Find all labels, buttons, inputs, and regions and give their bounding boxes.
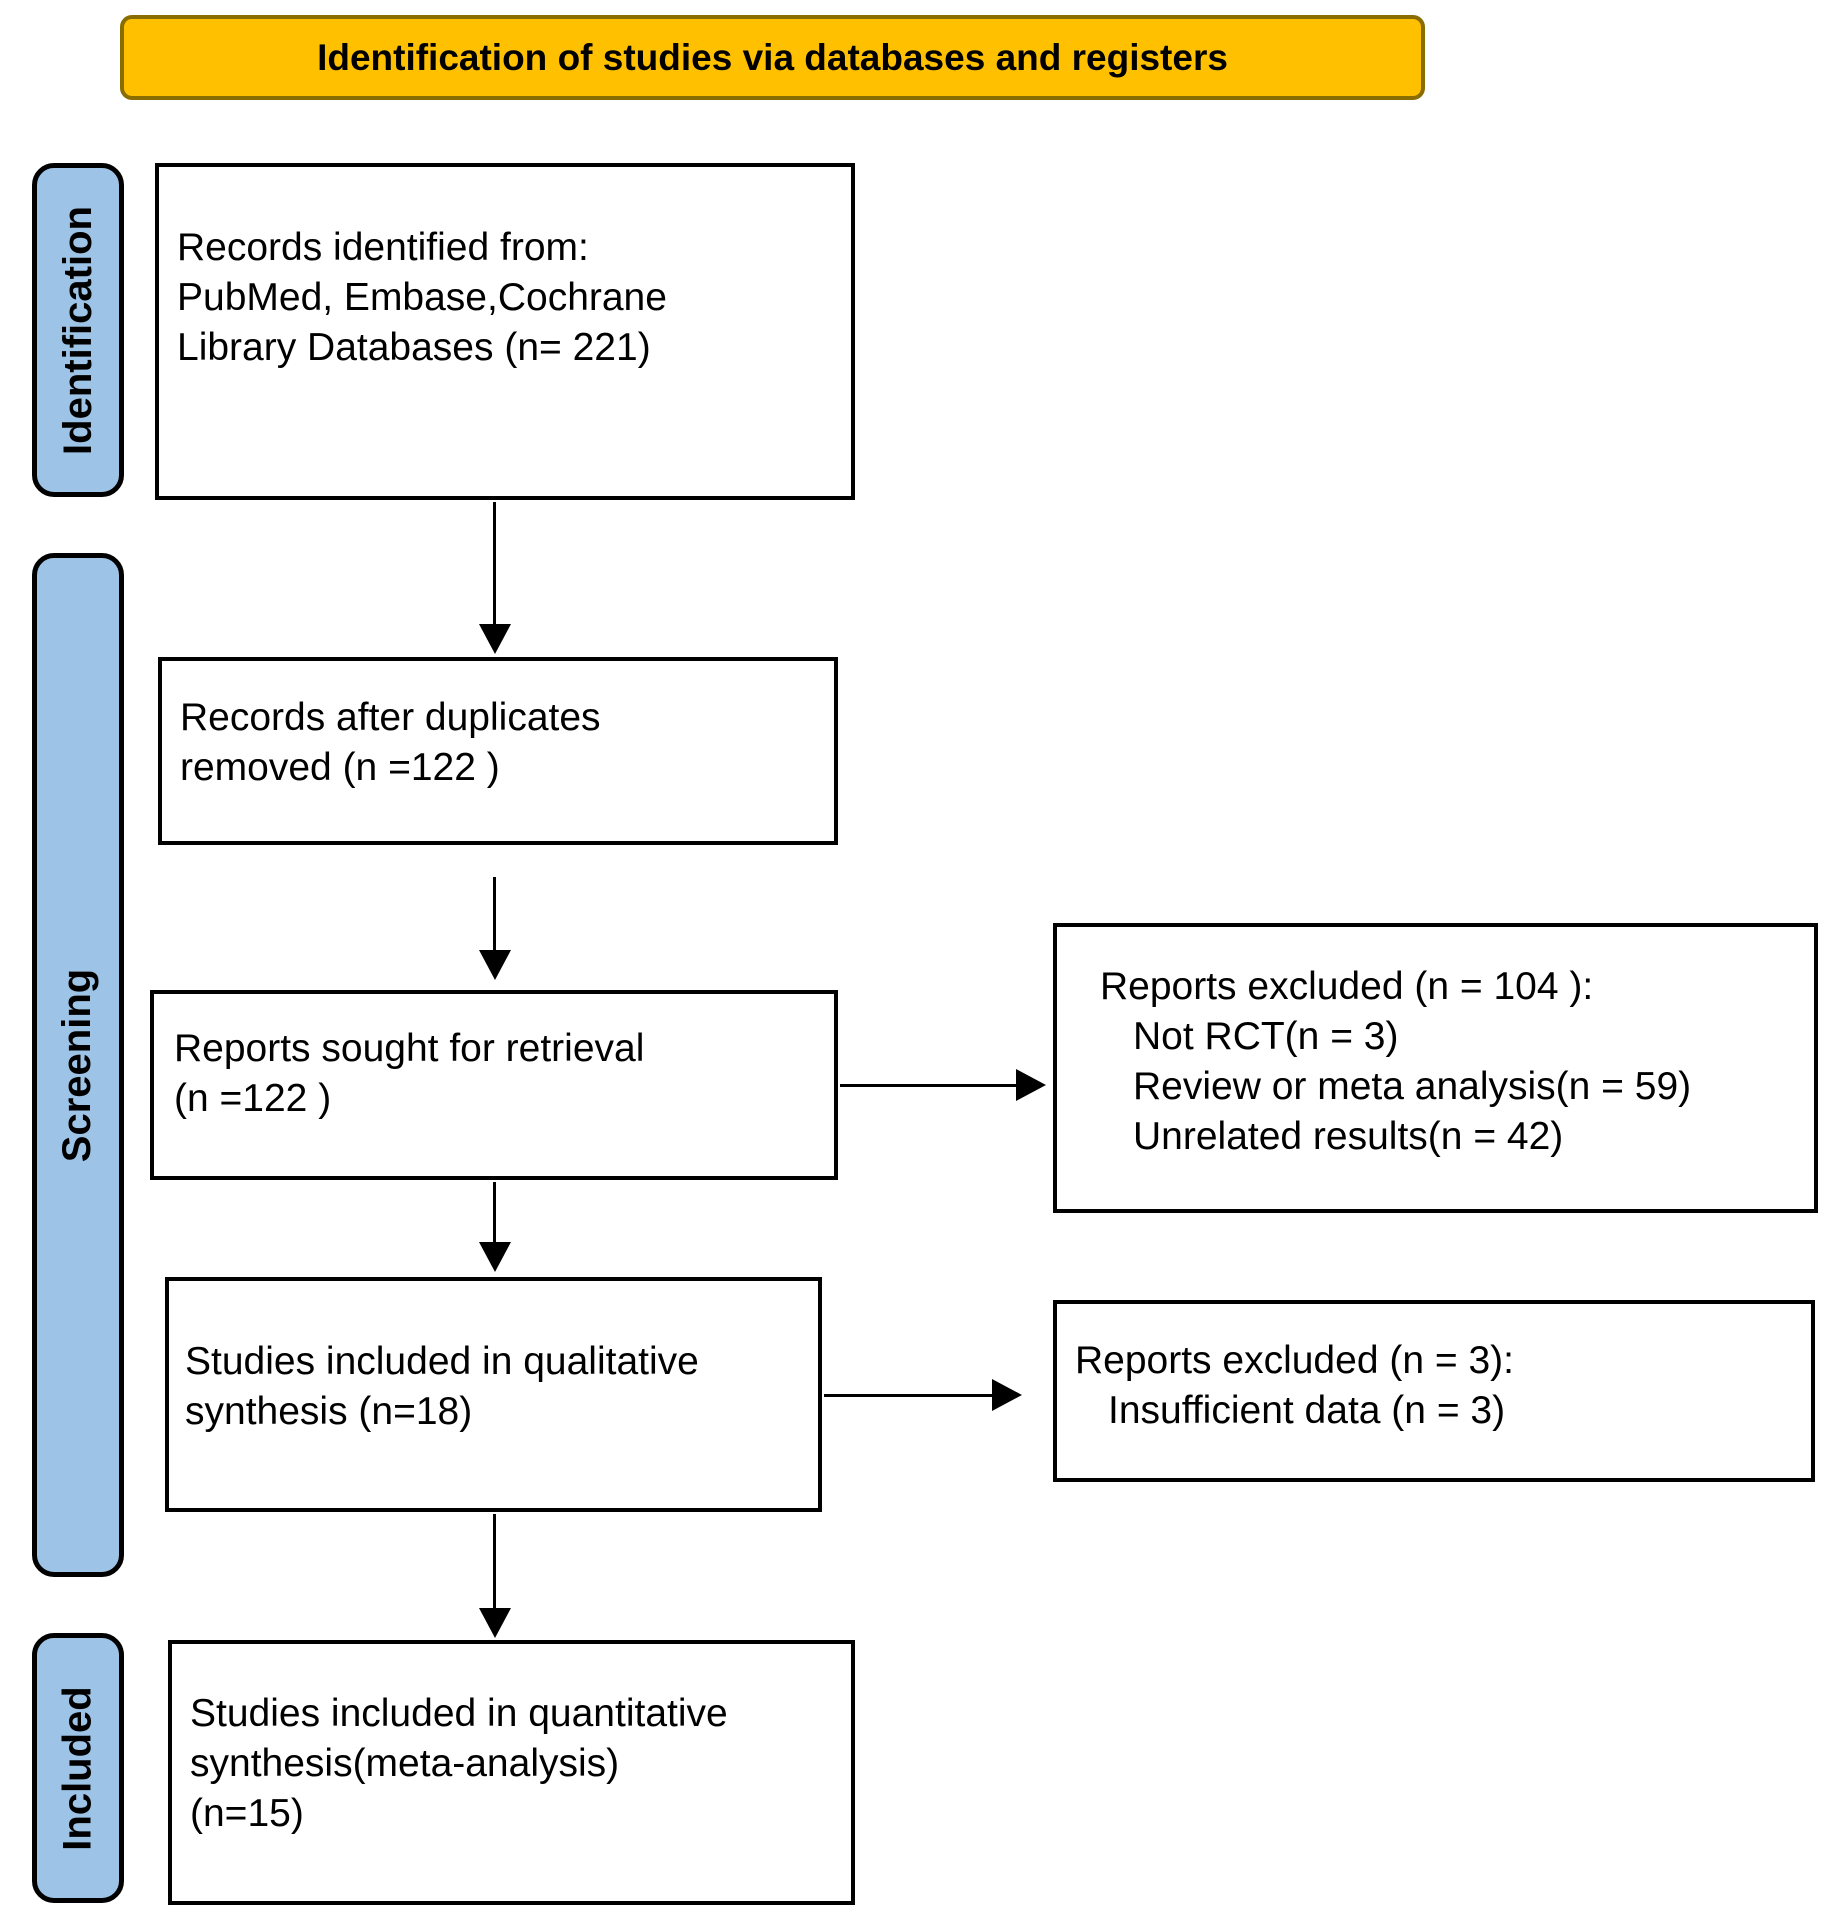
box-records-identified-line: Records identified from: xyxy=(177,226,589,269)
box-reports-sought: Reports sought for retrieval (n =122 ) xyxy=(150,990,838,1180)
stage-identification: Identification xyxy=(32,163,124,497)
arrow-qualitative-to-quantitative-shaft xyxy=(493,1514,496,1610)
banner: Identification of studies via databases … xyxy=(120,15,1425,100)
box-quantitative-synthesis-line: (n=15) xyxy=(190,1792,304,1835)
box-reports-sought-line: (n =122 ) xyxy=(174,1077,332,1120)
stage-screening-label: Screening xyxy=(55,968,100,1162)
arrow-sought-to-qualitative-head xyxy=(479,1242,511,1272)
stage-included-label: Included xyxy=(55,1685,100,1851)
box-duplicates-removed: Records after duplicates removed (n =122… xyxy=(158,657,838,845)
box-duplicates-removed-line: removed (n =122 ) xyxy=(180,746,500,789)
banner-title: Identification of studies via databases … xyxy=(317,36,1228,78)
stage-included: Included xyxy=(32,1633,124,1903)
box-reports-excluded-qualitative-line: Insufficient data (n = 3) xyxy=(1108,1389,1506,1432)
box-qualitative-synthesis-line: Studies included in qualitative xyxy=(185,1340,699,1383)
box-qualitative-synthesis: Studies included in qualitative synthesi… xyxy=(165,1277,822,1512)
stage-identification-label: Identification xyxy=(55,205,100,455)
arrow-sought-to-excluded-head xyxy=(1016,1069,1046,1101)
box-quantitative-synthesis-line: Studies included in quantitative xyxy=(190,1692,728,1735)
box-reports-excluded-screening: Reports excluded (n = 104 ): Not RCT(n =… xyxy=(1053,923,1818,1213)
box-quantitative-synthesis: Studies included in quantitative synthes… xyxy=(168,1640,855,1905)
arrow-duplicates-to-sought-shaft xyxy=(493,877,496,952)
box-reports-excluded-screening-line: Reports excluded (n = 104 ): xyxy=(1100,965,1594,1008)
arrow-qualitative-to-excluded-head xyxy=(992,1379,1022,1411)
box-reports-excluded-qualitative-line: Reports excluded (n = 3): xyxy=(1075,1339,1514,1382)
box-reports-excluded-screening-line: Review or meta analysis(n = 59) xyxy=(1133,1065,1692,1108)
box-records-identified-line: PubMed, Embase,Cochrane xyxy=(177,276,667,319)
arrow-records-to-duplicates-head xyxy=(479,624,511,654)
box-qualitative-synthesis-line: synthesis (n=18) xyxy=(185,1390,473,1433)
box-reports-excluded-screening-line: Not RCT(n = 3) xyxy=(1133,1015,1399,1058)
box-records-identified-line: Library Databases (n= 221) xyxy=(177,326,651,369)
box-duplicates-removed-line: Records after duplicates xyxy=(180,696,601,739)
stage-screening: Screening xyxy=(32,553,124,1577)
box-records-identified: Records identified from: PubMed, Embase,… xyxy=(155,163,855,500)
box-quantitative-synthesis-line: synthesis(meta-analysis) xyxy=(190,1742,620,1785)
arrow-sought-to-qualitative-shaft xyxy=(493,1182,496,1244)
arrow-duplicates-to-sought-head xyxy=(479,950,511,980)
arrow-records-to-duplicates-shaft xyxy=(493,502,496,624)
arrow-qualitative-to-quantitative-head xyxy=(479,1608,511,1638)
box-reports-sought-line: Reports sought for retrieval xyxy=(174,1027,645,1070)
arrow-qualitative-to-excluded-shaft xyxy=(824,1394,994,1397)
box-reports-excluded-screening-line: Unrelated results(n = 42) xyxy=(1133,1115,1564,1158)
box-reports-excluded-qualitative: Reports excluded (n = 3): Insufficient d… xyxy=(1053,1300,1815,1482)
arrow-sought-to-excluded-shaft xyxy=(840,1084,1018,1087)
